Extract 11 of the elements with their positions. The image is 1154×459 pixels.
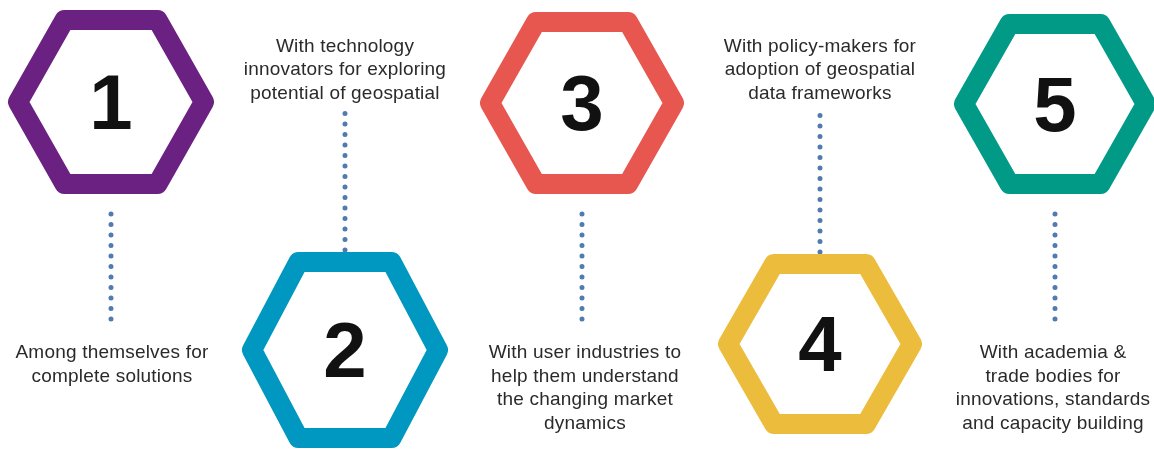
description-text: With policy-makers for adoption of geospatial data frameworks bbox=[722, 33, 918, 104]
step-number: 2 bbox=[323, 311, 367, 389]
description-text: With technology innovators for exploring potential of geospatial bbox=[242, 33, 448, 104]
description-text: With user industries to help them understand the changing market dynamics bbox=[487, 340, 683, 434]
step-number: 4 bbox=[798, 305, 842, 383]
step-number: 5 bbox=[1033, 65, 1077, 143]
description-text: With academia & trade bodies for innovations, standards and capacity building bbox=[955, 340, 1151, 434]
description-text: Among themselves for complete solutions bbox=[14, 340, 210, 387]
step-number: 1 bbox=[89, 63, 133, 141]
dotted-line bbox=[342, 109, 348, 253]
step-number: 3 bbox=[560, 64, 604, 142]
